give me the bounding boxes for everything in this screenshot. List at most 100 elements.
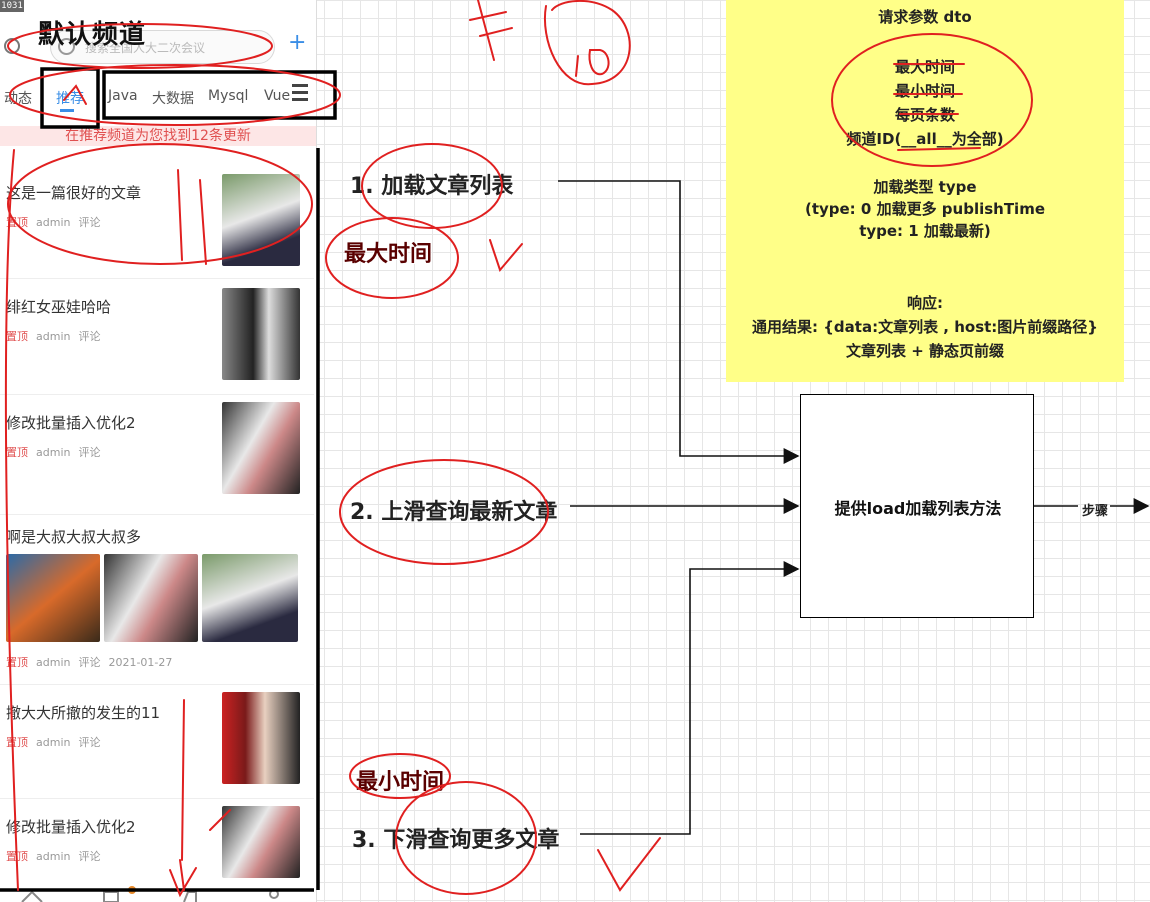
request-spec-note: 请求参数 dto 最大时间 最小时间 每页条数 频道ID(__all__为全部)…: [726, 0, 1124, 382]
tab-vue[interactable]: Vue: [264, 88, 291, 104]
article-comment: 评论: [78, 216, 101, 229]
highlight-tabs: [102, 70, 337, 120]
article-author: admin: [36, 656, 71, 669]
spec-param: 最小时间: [894, 82, 955, 100]
next-step-label: 步骤: [1082, 504, 1109, 519]
tab-arrow-mark: [63, 84, 87, 105]
step-load-list: 1. 加载文章列表: [350, 174, 514, 199]
load-method-label: 提供load加载列表方法: [834, 499, 1002, 518]
spec-response-line: 通用结果: {data:文章列表 , host:图片前缀路径}: [752, 318, 1098, 336]
channel-tabs: 动态 推荐 Java 大数据 Mysql Vue: [0, 76, 316, 116]
home-icon: [21, 890, 43, 902]
pin-badge: 置顶: [6, 446, 28, 459]
pin-badge: 置顶: [6, 216, 28, 229]
article-thumbnail: [104, 554, 198, 642]
highlight-tab-recommend: [40, 67, 100, 129]
stroke-marks-2: [181, 699, 231, 861]
connector-step1: [558, 180, 800, 464]
circle-tabs: [9, 64, 341, 126]
mobile-app-screen: 1031 搜索全国人大二次会议 默认频道 + 动态 推荐 Java 大数据 My…: [0, 0, 317, 902]
article-author: admin: [36, 736, 71, 749]
spec-title: 请求参数 dto: [878, 8, 972, 26]
check-mark-1: [489, 239, 523, 273]
spec-response-line: 文章列表 + 静态页前缀: [845, 342, 1004, 360]
circle-step2: [339, 459, 549, 565]
article-title: 撤大大所撤的发生的11: [6, 704, 161, 722]
spec-type-title: 加载类型 type: [873, 178, 977, 196]
scribble-ten-circle: [543, 0, 631, 86]
scribble-ten: [575, 49, 610, 77]
check-mark-2: [597, 837, 661, 892]
article-comment: 评论: [78, 850, 101, 863]
article-thumbnail: [6, 554, 100, 642]
spec-type-line: (type: 0 加载更多 publishTime: [804, 200, 1046, 218]
article-title: 修改批量插入优化2: [6, 414, 136, 432]
article-title: 绯红女巫娃哈哈: [6, 298, 112, 316]
pin-badge: 置顶: [6, 656, 28, 669]
article-meta: 置顶 admin 评论: [6, 214, 108, 230]
menu-icon[interactable]: [292, 84, 308, 102]
article-title: 啊是大叔大叔大叔多: [6, 528, 142, 546]
article-thumbnail: [222, 402, 300, 494]
black-highlight-boxes: [0, 67, 337, 892]
video-icon: [103, 891, 119, 902]
article-comment: 评论: [78, 446, 101, 459]
spec-param: 频道ID(__all__为全部): [846, 130, 1004, 148]
circle-title: [7, 23, 273, 69]
article-item[interactable]: 修改批量插入优化2 置顶 admin 评论: [0, 396, 314, 515]
stroke-marks: [177, 169, 207, 265]
connector-step3: [580, 561, 800, 835]
left-bracket-line: [4, 149, 19, 891]
circle-max-time: [325, 217, 459, 299]
circle-params: [831, 33, 1033, 167]
tab-mysql[interactable]: Mysql: [208, 88, 249, 104]
article-comment: 评论: [78, 736, 101, 749]
article-item[interactable]: 这是一篇很好的文章 置顶 admin 评论: [0, 160, 314, 279]
article-item[interactable]: 啊是大叔大叔大叔多 置顶 admin 评论 2021-01-27: [0, 516, 314, 685]
article-comment: 评论: [78, 656, 101, 669]
scribble-star: [469, 0, 513, 61]
article-thumbnail: [202, 554, 298, 642]
plus-icon[interactable]: +: [288, 30, 307, 55]
article-thumbnail: [222, 174, 300, 266]
tab-bigdata[interactable]: 大数据: [152, 91, 194, 107]
spec-type-line: type: 1 加载最新): [859, 222, 991, 240]
article-item[interactable]: 绯红女巫娃哈哈 置顶 admin 评论: [0, 280, 314, 395]
refresh-banner: 在推荐频道为您找到12条更新: [0, 126, 316, 146]
pin-badge: 置顶: [6, 330, 28, 343]
article-author: admin: [36, 216, 71, 229]
circle-min-time: [349, 753, 451, 799]
red-annotations: [4, 0, 1033, 898]
spec-param: 最大时间: [894, 58, 955, 76]
step-pull-latest: 2. 上滑查询最新文章: [350, 500, 558, 525]
article-comment: 评论: [78, 330, 101, 343]
param-underlines: [893, 63, 981, 151]
circle-first-article: [7, 143, 313, 265]
article-author: admin: [36, 330, 71, 343]
circle-step1: [361, 143, 503, 229]
spec-response-title: 响应:: [907, 294, 943, 312]
user-icon[interactable]: [4, 38, 20, 54]
tab-java[interactable]: Java: [108, 88, 138, 104]
connector-lines: [558, 180, 1150, 835]
tab-recommend[interactable]: 推荐: [56, 91, 84, 107]
article-thumbnail: [222, 288, 300, 380]
article-meta: 置顶 admin 评论: [6, 328, 108, 344]
article-meta: 置顶 admin 评论: [6, 444, 108, 460]
article-meta: 置顶 admin 评论 2021-01-27: [6, 654, 180, 670]
active-tab-indicator: [60, 109, 74, 112]
article-author: admin: [36, 446, 71, 459]
article-date: 2021-01-27: [108, 656, 173, 669]
article-author: admin: [36, 850, 71, 863]
article-title: 这是一篇很好的文章: [6, 184, 142, 202]
article-thumbnail: [222, 806, 300, 878]
article-title: 修改批量插入优化2: [6, 818, 136, 836]
search-icon: [58, 38, 75, 55]
search-input[interactable]: 搜索全国人大二次会议: [50, 30, 275, 64]
article-thumbnail: [222, 692, 300, 784]
note-max-time: 最大时间: [344, 242, 433, 267]
thumb-icon: [183, 891, 197, 902]
circle-step3: [395, 781, 537, 895]
